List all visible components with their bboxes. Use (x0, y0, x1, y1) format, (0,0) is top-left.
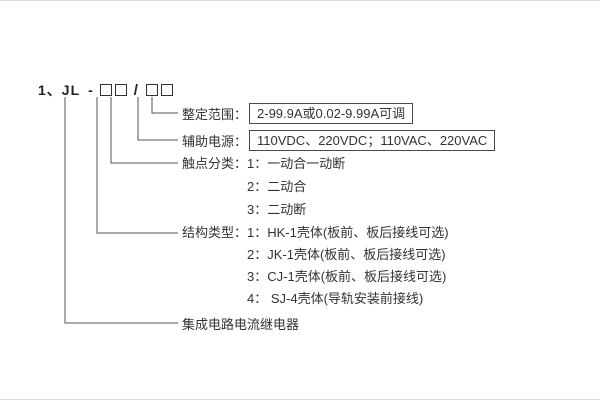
leader-setting-range (151, 97, 178, 114)
model-designation: 1、JL - / (38, 81, 173, 99)
contact-type-label: 触点分类： (182, 156, 248, 171)
model-digit-box-3 (145, 84, 158, 96)
structure-type-item-1: 1：HK-1壳体(板前、板后接线可选) (247, 225, 449, 240)
setting-range-row: 整定范围： 2-99.9A或0.02-9.99A可调 (182, 102, 414, 124)
contact-type-item-1: 1：一动合一动断 (247, 156, 346, 171)
structure-type-item-2: 2：JK-1壳体(板前、板后接线可选) (247, 247, 446, 262)
product-name-row: 集成电路电流继电器 (182, 312, 299, 334)
model-digit-box-1 (99, 84, 112, 96)
aux-power-row: 辅助电源： 110VDC、220VDC；110VAC、220VAC (182, 129, 496, 151)
leader-aux-power (137, 97, 178, 141)
structure-type-row: 结构类型： 1：HK-1壳体(板前、板后接线可选) 2：JK-1壳体(板前、板后… (182, 222, 449, 310)
model-slash: / (133, 81, 139, 99)
structure-type-label: 结构类型： (182, 225, 248, 240)
structure-type-item-4: 4： SJ-4壳体(导轨安装前接线) (247, 291, 424, 306)
model-prefix: 1、JL (38, 82, 81, 98)
contact-type-item-2: 2：二动合 (247, 179, 307, 194)
model-digit-box-4 (160, 84, 173, 96)
setting-range-value: 2-99.9A或0.02-9.99A可调 (249, 102, 414, 124)
leader-structure-type (96, 97, 178, 234)
aux-power-value: 110VDC、220VDC；110VAC、220VAC (249, 129, 496, 151)
contact-type-items: 1：一动合一动断 2：二动合 3：二动断 (247, 152, 345, 221)
leader-product-name (64, 97, 178, 324)
model-digit-box-2 (114, 84, 127, 96)
structure-type-items: 1：HK-1壳体(板前、板后接线可选) 2：JK-1壳体(板前、板后接线可选) … (247, 222, 449, 310)
model-dash: - (88, 82, 94, 98)
structure-type-item-3: 3：CJ-1壳体(板前、板后接线可选) (247, 269, 447, 284)
leader-contact-type (110, 97, 178, 164)
setting-range-label: 整定范围： (182, 106, 248, 122)
contact-type-item-3: 3：二动断 (247, 202, 307, 217)
aux-power-label: 辅助电源： (182, 133, 248, 149)
product-name-label: 集成电路电流继电器 (182, 316, 300, 332)
contact-type-row: 触点分类： 1：一动合一动断 2：二动合 3：二动断 (182, 152, 345, 221)
